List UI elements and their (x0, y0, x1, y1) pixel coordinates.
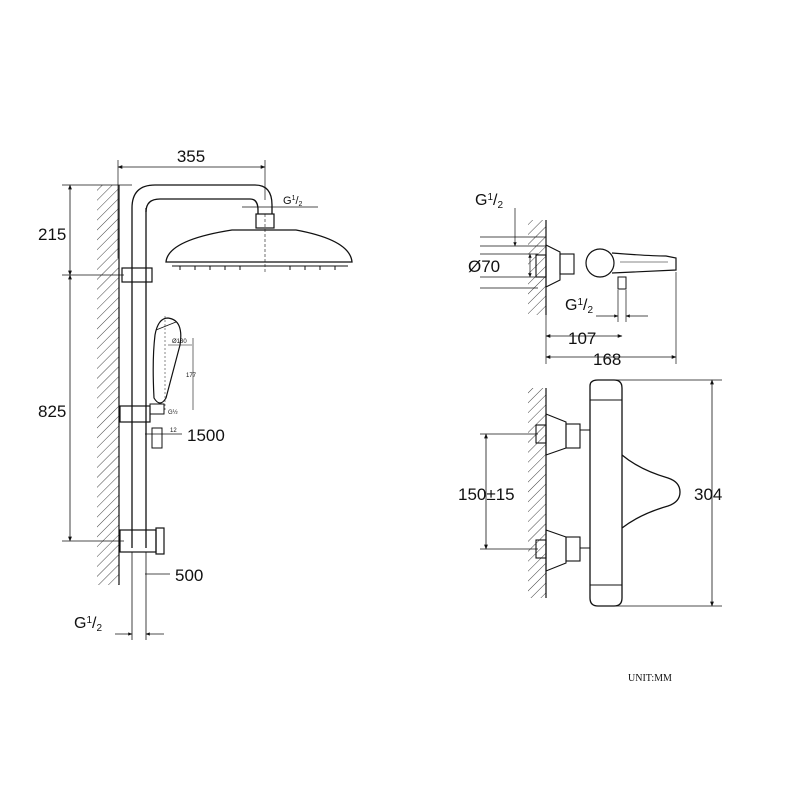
lower-mixer-body (119, 529, 157, 553)
mixer-height-label: 304 (694, 485, 722, 504)
wall-hatch-top (528, 220, 546, 315)
hose-connector (151, 427, 163, 449)
handset-connection-label: G½ (168, 409, 178, 416)
mixer-side-view: G1/2 Ø70 G1/2 107 168 (468, 192, 677, 369)
mixer-body-front (589, 379, 623, 607)
wall-hatch-left (97, 185, 119, 585)
side-spout (611, 252, 677, 274)
inlet-spacing-label: 150±15 (458, 485, 515, 504)
unit-label: UNIT:MM (628, 673, 672, 684)
handset-diameter-label: Ø130 (172, 339, 187, 345)
side-outlet (617, 276, 627, 290)
mixer-outlet-thread-label: G1/2 (565, 297, 593, 316)
mixer-inlet-thread-label: G1/2 (475, 192, 503, 211)
mixer-depth-long-label: 168 (593, 350, 621, 369)
head-shower (165, 229, 353, 263)
top-height-label: 215 (38, 225, 66, 244)
inlet-thread-label: G1/2 (74, 615, 102, 634)
shower-arm (131, 184, 273, 214)
head-connection-label: G1/2 (283, 195, 303, 208)
lower-outlet-knob (155, 527, 165, 555)
hand-shower-spray-face (155, 321, 177, 331)
lower-escutcheon (545, 529, 567, 572)
mixer-depth-short-label: 107 (568, 329, 596, 348)
side-mixer-body (585, 248, 615, 278)
side-connector (559, 253, 575, 275)
total-height-label: 1500 (187, 426, 225, 445)
upper-connector (565, 423, 581, 449)
side-escutcheon (545, 244, 561, 288)
upper-escutcheon (545, 413, 567, 456)
arm-length-label: 355 (177, 147, 205, 166)
handset-offset-label: 12 (170, 428, 177, 434)
shower-arm-inner (145, 198, 259, 214)
outlet-height-label: 500 (175, 566, 203, 585)
lower-connector (565, 536, 581, 562)
upper-wall-bracket (121, 267, 153, 283)
hand-shower (152, 317, 182, 404)
mixer-front-view: 150±15 304 (458, 379, 722, 607)
shower-column-view: Ø130 177 G½ 12 355 G1/2 215 825 1500 500… (38, 147, 353, 640)
body-left-contour (580, 429, 590, 549)
front-spout (621, 454, 681, 529)
head-nozzles (179, 266, 336, 270)
column-height-label: 825 (38, 402, 66, 421)
mixer-diameter-label: Ø70 (468, 257, 500, 276)
hand-shower-holder (149, 403, 165, 415)
wall-hatch-bottom (528, 388, 546, 598)
handset-length-label: 177 (186, 373, 197, 379)
